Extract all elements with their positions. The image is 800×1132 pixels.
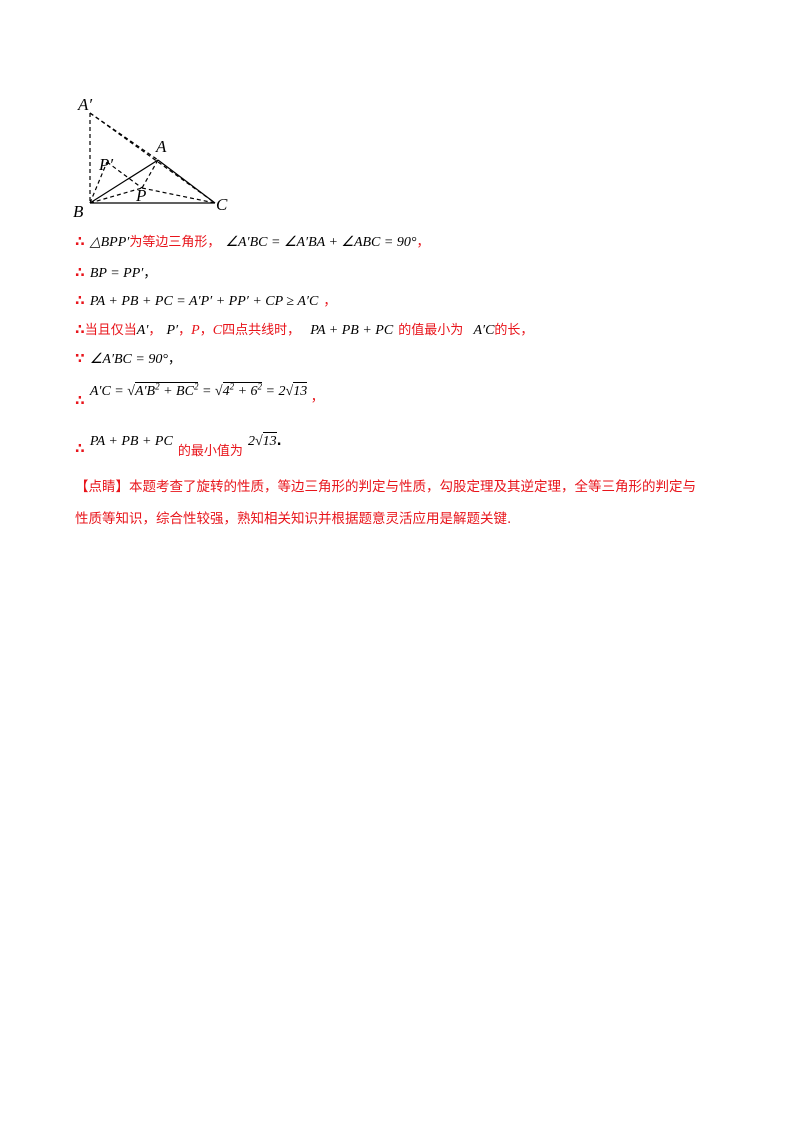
math-expression: PA + PB + PC — [89, 434, 173, 449]
therefore-symbol: ∴ — [75, 393, 85, 409]
solution-line-4: ∴当且仅当A′， P′，P，C四点共线时， PA + PB + PC 的值最小为… — [75, 319, 533, 339]
label-c: C — [216, 195, 228, 214]
label-a: A — [155, 137, 167, 156]
math-expression: A′ — [136, 323, 149, 338]
math-expression: BP = PP′ — [89, 266, 144, 281]
therefore-symbol: ∴ — [75, 293, 85, 309]
math-expression: C — [212, 323, 223, 338]
solution-line-6: ∴ A′C = √A′B2 + BC2 = √42 + 62 = 2√13 ， — [75, 380, 324, 409]
therefore-symbol: ∴ — [75, 234, 85, 250]
math-expression: P′ — [166, 323, 179, 338]
text-segment: 当且仅当 — [84, 323, 137, 338]
math-expression: △BPP′ — [89, 235, 130, 250]
text-segment: ， — [148, 323, 162, 338]
label-p: P — [135, 186, 146, 205]
note-line-2: 性质等知识，综合性较强，熟知相关知识并根据题意灵活应用是解题关键. — [75, 511, 512, 527]
text-segment: ， — [167, 352, 181, 367]
solution-line-3: ∴ PA + PB + PC = A′P′ + PP′ + CP ≥ A′C ， — [75, 290, 336, 310]
solution-line-1: ∴ △BPP′为等边三角形， ∠A′BC = ∠A′BA + ∠ABC = 90… — [75, 231, 429, 251]
math-expression: ∠A′BC = ∠A′BA + ∠ABC = 90° — [225, 235, 417, 250]
because-symbol: ∵ — [75, 351, 85, 367]
math-expression: PA + PB + PC = A′P′ + PP′ + CP ≥ A′C — [89, 294, 319, 309]
solution-line-7: ∴ PA + PB + PC 的最小值为 2√13. — [75, 430, 282, 459]
text-segment: ， — [416, 235, 430, 250]
therefore-symbol: ∴ — [75, 265, 85, 281]
label-p-prime: P′ — [98, 155, 113, 174]
text-segment: ， — [178, 323, 192, 338]
text-segment: 为等边三角形， — [129, 235, 221, 250]
therefore-symbol: ∴ — [75, 441, 85, 457]
text-segment: 的值最小为 — [398, 323, 464, 338]
text-segment: ， — [323, 294, 337, 309]
text-segment: . — [276, 434, 282, 449]
label-a-prime: A′ — [77, 95, 92, 114]
solution-line-5: ∵ ∠A′BC = 90°， — [75, 348, 181, 368]
math-expression: A′C = √A′B2 + BC2 = √42 + 62 = 2√13 — [89, 381, 308, 399]
math-expression: 2√13 — [247, 432, 277, 449]
text-segment: 的长， — [494, 323, 534, 338]
label-b: B — [73, 202, 84, 220]
geometry-figure: A′ P′ A P B C — [73, 95, 228, 220]
note-line-1: 【点睛】本题考查了旋转的性质，等边三角形的判定与性质，勾股定理及其逆定理，全等三… — [75, 479, 696, 495]
solution-line-2: ∴ BP = PP′， — [75, 262, 156, 282]
sqrt-radicand: A′B2 + BC2 — [134, 381, 199, 399]
key-point-note: 【点睛】本题考查了旋转的性质，等边三角形的判定与性质，勾股定理及其逆定理，全等三… — [75, 471, 696, 535]
math-expression: A′C — [473, 323, 495, 338]
text-segment: ， — [143, 266, 157, 281]
math-expression: ∠A′BC = 90° — [89, 352, 168, 367]
text-segment: ， — [199, 323, 213, 338]
sqrt-radicand: 42 + 62 — [222, 381, 263, 399]
text-segment: 四点共线时， — [222, 323, 301, 338]
therefore-symbol: ∴ — [75, 322, 85, 338]
text-segment: 的最小值为 — [177, 444, 243, 459]
sqrt-radicand: 13 — [293, 382, 308, 399]
math-expression: P — [191, 323, 200, 338]
sqrt-radicand: 13 — [262, 432, 277, 449]
math-expression: PA + PB + PC — [310, 323, 394, 338]
text-segment: ， — [310, 390, 324, 405]
